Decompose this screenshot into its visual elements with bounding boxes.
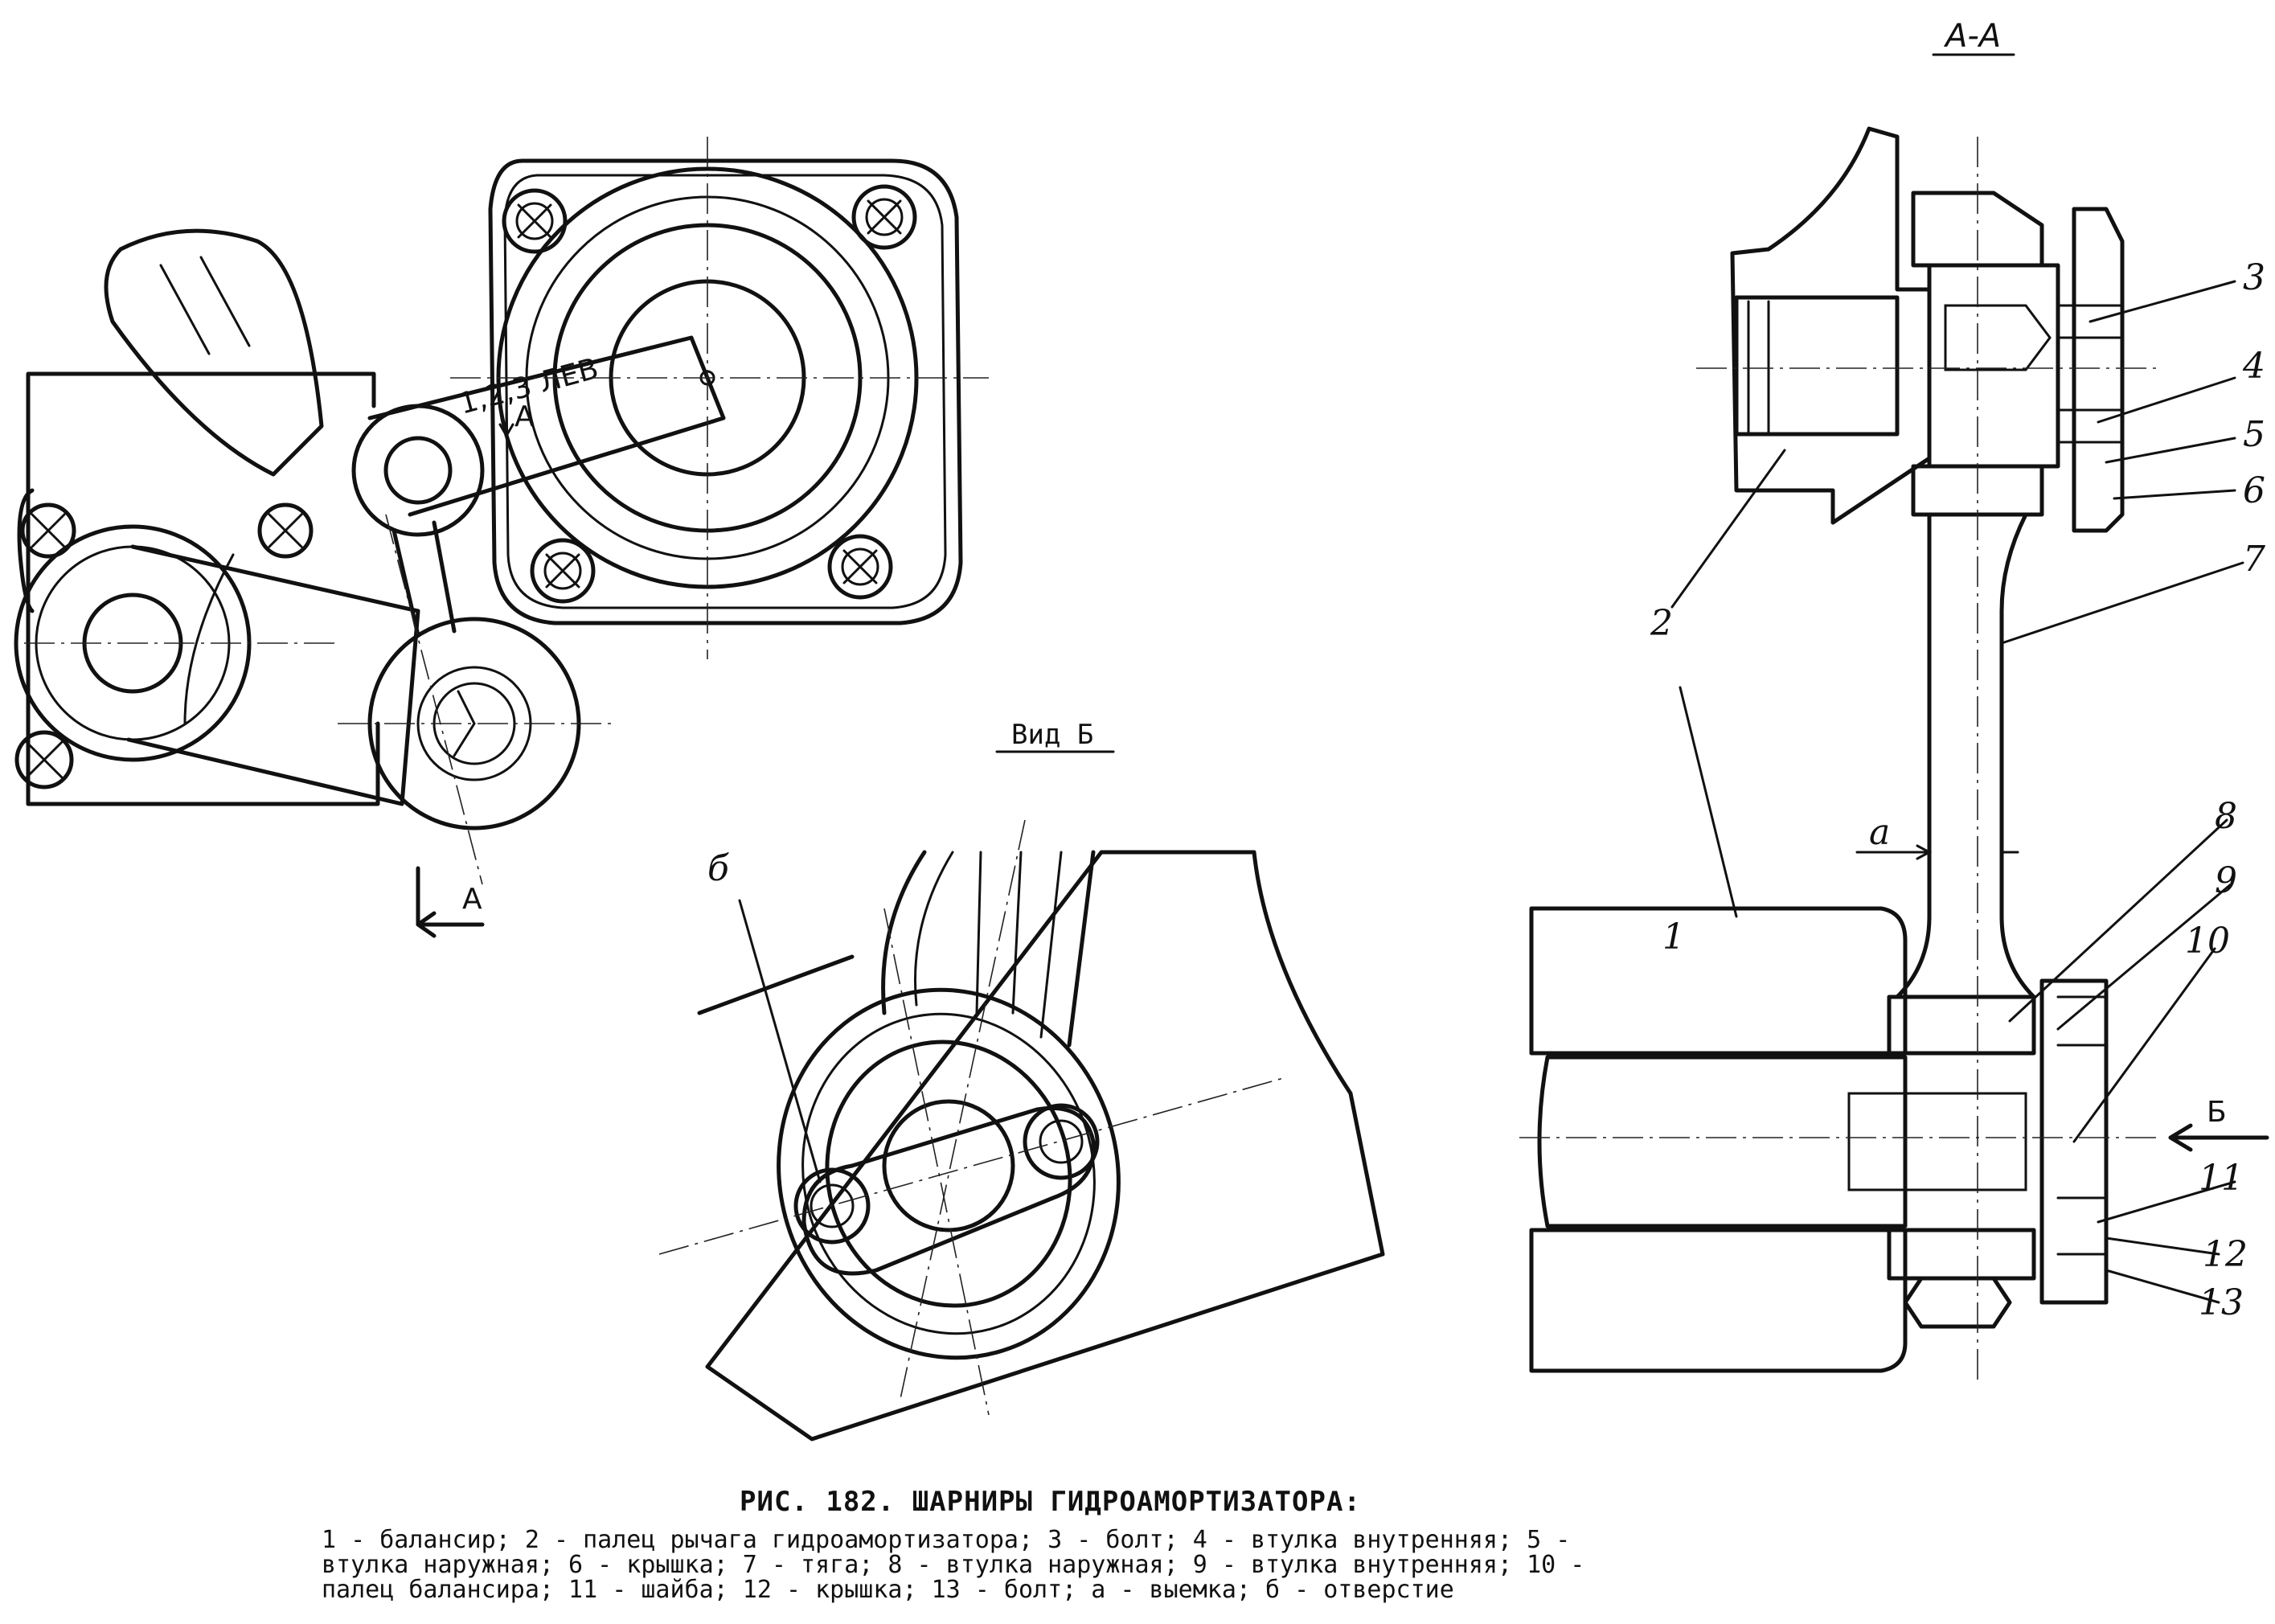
callout-notch: а: [1869, 812, 1890, 853]
figure-legend: 1 - балансир; 2 - палец рычага гидроамор…: [322, 1528, 1849, 1602]
view-arrow-b-label: Б: [2207, 1096, 2227, 1129]
housing-bolt: [502, 188, 568, 254]
legend-line: 1 - балансир; 2 - палец рычага гидроамор…: [322, 1526, 1571, 1554]
callout-hole: б: [707, 848, 729, 889]
technical-drawing: 1,2,3 ЛЕВ А А Вид Б: [14, 18, 2269, 1442]
lever-marking-arrow-label: А: [514, 400, 535, 433]
callout-13: 13: [2199, 1282, 2244, 1323]
callout-4: 4: [2242, 346, 2265, 387]
leader-lines: [1670, 280, 2244, 1304]
housing-bolt: [530, 538, 596, 604]
view-b-title: Вид Б: [1011, 719, 1093, 751]
section-arrow-a-label: А: [462, 883, 482, 916]
housing-bolt: [851, 184, 917, 250]
legend-line: палец балансира; 11 - шайба; 12 - крышка…: [322, 1576, 1454, 1604]
figure-caption-title: РИС. 182. ШАРНИРЫ ГИДРОАМОРТИЗАТОРА:: [740, 1486, 1361, 1518]
callout-3: 3: [2243, 257, 2265, 298]
cover-bolt: [793, 1167, 871, 1245]
section-aa: А-А Б а: [1519, 18, 2269, 1383]
callout-12: 12: [2203, 1234, 2248, 1275]
legend-line: втулка наружная; 6 - крышка; 7 - тяга; 8…: [322, 1551, 1585, 1579]
callout-8: 8: [2215, 796, 2237, 837]
callout-6: 6: [2243, 470, 2265, 511]
callout-7: 7: [2243, 539, 2265, 580]
callout-10: 10: [2185, 921, 2230, 962]
section-title: А-А: [1943, 18, 2001, 55]
general-view: 1,2,3 ЛЕВ А А: [14, 137, 989, 938]
cover-bolt: [1023, 1103, 1100, 1180]
bracket-bolt: [257, 502, 314, 559]
view-b: Вид Б б: [658, 719, 1385, 1442]
bracket-bolt: [20, 502, 76, 559]
housing-bolt: [827, 534, 893, 600]
callout-9: 9: [2215, 860, 2237, 901]
callout-2: 2: [1650, 603, 1673, 644]
bracket-bolt: [14, 730, 74, 789]
callout-1: 1: [1662, 917, 1685, 958]
callout-11: 11: [2199, 1158, 2244, 1199]
callout-5: 5: [2243, 414, 2265, 455]
